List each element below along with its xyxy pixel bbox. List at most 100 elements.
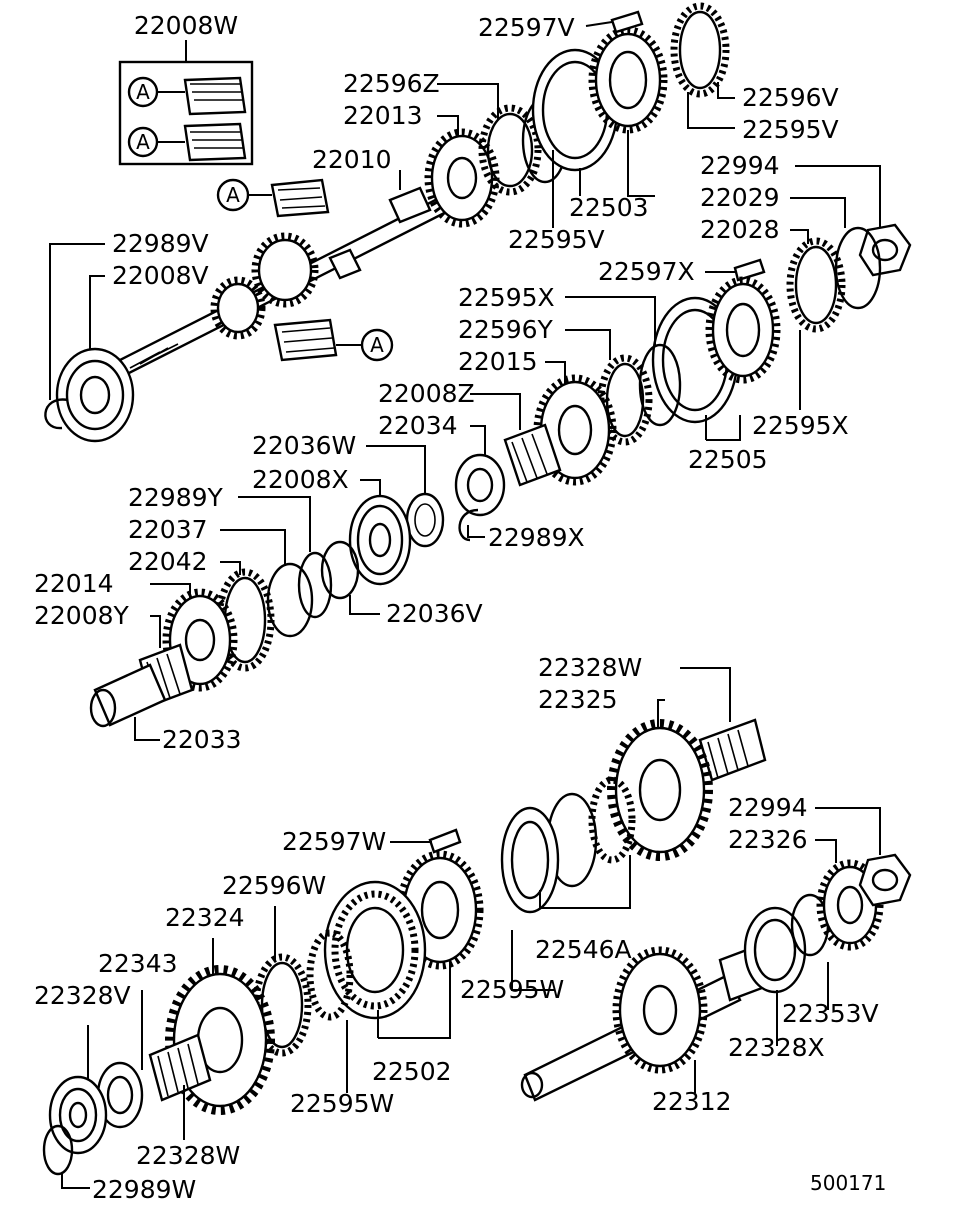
counter-shaft-22312 xyxy=(520,943,772,1102)
label-22343: 22343 xyxy=(98,949,178,978)
gear-22325 xyxy=(607,719,713,861)
label-22596Y: 22596Y xyxy=(458,315,554,344)
ring-22596V xyxy=(670,2,730,98)
label-22328W-lower: 22328W xyxy=(136,1141,240,1170)
label-22596W: 22596W xyxy=(222,871,326,900)
snap-ring-22595W-mid xyxy=(306,929,354,1021)
key-22597V xyxy=(610,10,644,34)
needle-bearing-22008Z xyxy=(503,423,562,487)
bearing-22008V xyxy=(55,347,135,443)
label-22989W: 22989W xyxy=(92,1175,196,1204)
label-22014: 22014 xyxy=(34,569,114,598)
label-22008Z: 22008Z xyxy=(378,379,475,408)
label-22595W-bottom: 22595W xyxy=(290,1089,394,1118)
synchronizer-22505 xyxy=(651,276,781,424)
gear-22015 xyxy=(533,374,617,486)
label-22505: 22505 xyxy=(688,445,768,474)
label-22595V-mid: 22595V xyxy=(508,225,605,254)
callout-marker-a-2: A xyxy=(336,328,394,362)
inset-marker-top: A xyxy=(127,76,159,108)
key-22597W xyxy=(428,828,462,854)
figure-id: 500171 xyxy=(810,1171,886,1195)
needle-bearing-22328W-upper xyxy=(698,718,767,782)
label-22008V: 22008V xyxy=(112,261,209,290)
label-22029: 22029 xyxy=(700,183,780,212)
label-22015: 22015 xyxy=(458,347,538,376)
label-22008Y: 22008Y xyxy=(34,601,130,630)
needle-bearing-half-upper xyxy=(183,76,247,116)
label-22353V: 22353V xyxy=(782,999,879,1028)
label-22595X-lower: 22595X xyxy=(752,411,849,440)
label-22028: 22028 xyxy=(700,215,780,244)
bearing-22008X xyxy=(348,494,412,586)
label-22328V: 22328V xyxy=(34,981,131,1010)
ring-22036W xyxy=(405,492,445,548)
snap-ring-22989X xyxy=(458,508,479,542)
needle-bearing-half-lower xyxy=(183,122,247,162)
label-22036V: 22036V xyxy=(386,599,483,628)
ring-22596Z xyxy=(478,104,542,196)
ring-22028 xyxy=(786,237,846,333)
part-labels: 22008W 22597V 22596Z 22013 22010 22596V … xyxy=(34,11,886,1204)
needle-bearing-a-upper xyxy=(270,178,330,218)
label-22328X: 22328X xyxy=(728,1033,825,1062)
label-22597X: 22597X xyxy=(598,257,695,286)
needle-bearing-22328W-lower xyxy=(148,1033,212,1102)
callout-marker-a-1-text: A xyxy=(226,183,240,207)
ring-22029 xyxy=(834,226,882,310)
synchronizer-22546A xyxy=(500,776,636,914)
inset-marker-top-text: A xyxy=(136,80,150,104)
leader-lines xyxy=(49,21,881,1189)
inset-marker-bottom-text: A xyxy=(136,130,150,154)
label-22037: 22037 xyxy=(128,515,208,544)
label-22994-lower: 22994 xyxy=(728,793,808,822)
callout-marker-a-2-text: A xyxy=(370,333,384,357)
label-22595X-upper: 22595X xyxy=(458,283,555,312)
label-22503: 22503 xyxy=(569,193,649,222)
label-22326: 22326 xyxy=(728,825,808,854)
ring-22037 xyxy=(266,562,314,638)
label-22010: 22010 xyxy=(312,145,392,174)
gear-22010-cluster xyxy=(210,232,319,340)
nut-22994-lower xyxy=(858,853,912,907)
bearing-22328X xyxy=(743,906,807,994)
label-22034: 22034 xyxy=(378,411,458,440)
label-22013: 22013 xyxy=(343,101,423,130)
synchronizer-22503 xyxy=(531,26,668,172)
label-22502: 22502 xyxy=(372,1057,452,1086)
needle-bearing-a-lower xyxy=(273,318,338,362)
label-22324: 22324 xyxy=(165,903,245,932)
label-22994-top: 22994 xyxy=(700,151,780,180)
label-22036W: 22036W xyxy=(252,431,356,460)
bearing-22328V xyxy=(48,1075,108,1155)
label-22008W-inset: 22008W xyxy=(134,11,238,40)
label-22596Z: 22596Z xyxy=(343,69,440,98)
label-22325: 22325 xyxy=(538,685,618,714)
label-22595V-top: 22595V xyxy=(742,115,839,144)
label-22597V: 22597V xyxy=(478,13,575,42)
snap-ring-22989V xyxy=(44,398,69,430)
label-22008X: 22008X xyxy=(252,465,349,494)
label-22989Y: 22989Y xyxy=(128,483,224,512)
label-22596V: 22596V xyxy=(742,83,839,112)
label-22312: 22312 xyxy=(652,1087,732,1116)
collar-22033 xyxy=(89,663,167,728)
gear-22324 xyxy=(165,965,275,1115)
label-22328W-upper: 22328W xyxy=(538,653,642,682)
inset-box: A A xyxy=(118,40,254,166)
label-22989X: 22989X xyxy=(488,523,585,552)
label-22042: 22042 xyxy=(128,547,208,576)
callout-marker-a-1: A xyxy=(216,178,272,212)
gear-22013 xyxy=(424,128,500,228)
label-22546A: 22546A xyxy=(535,935,632,964)
snap-ring-22595X xyxy=(638,343,682,427)
label-22989V: 22989V xyxy=(112,229,209,258)
snap-ring-22989W xyxy=(42,1124,74,1176)
label-22595W-right: 22595W xyxy=(460,975,564,1004)
inset-marker-bottom: A xyxy=(127,126,159,158)
synchronizer-22502 xyxy=(323,850,484,1020)
ring-22036V xyxy=(320,540,360,600)
label-22033: 22033 xyxy=(162,725,242,754)
key-22597X xyxy=(733,258,766,282)
